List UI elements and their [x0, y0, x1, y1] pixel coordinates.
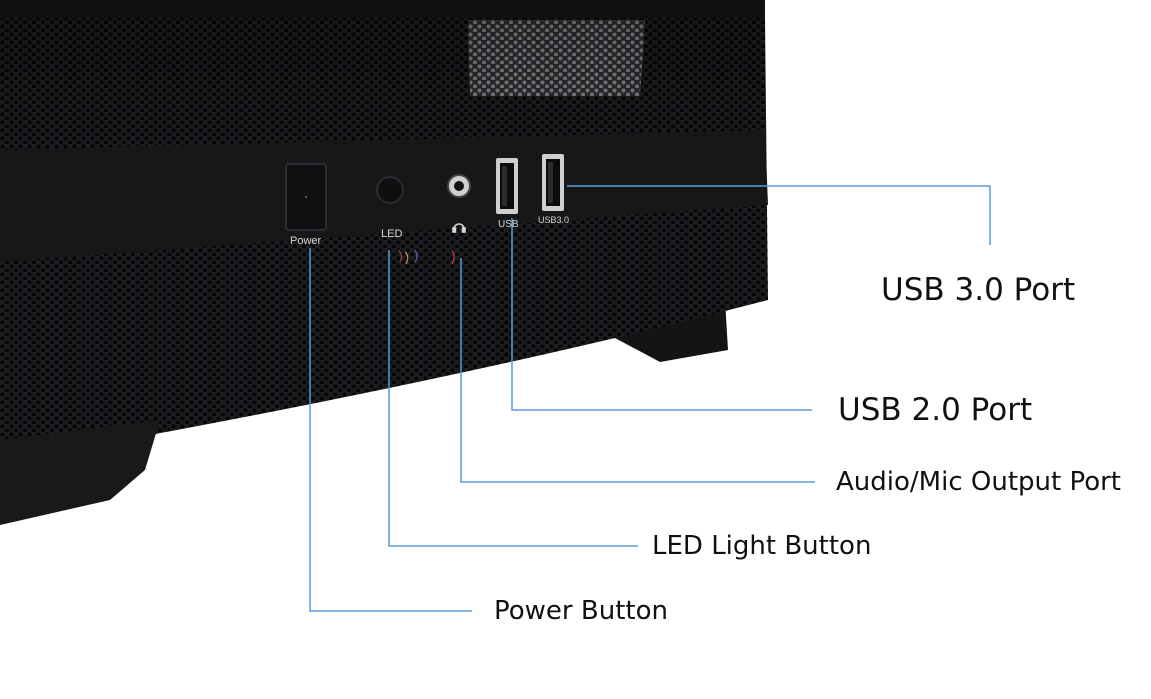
callout-led-button: LED Light Button: [652, 531, 872, 561]
callout-power-button: Power Button: [494, 596, 668, 626]
case-foot-left: [0, 420, 160, 525]
wire-details: [397, 249, 455, 265]
audio-leader-line: [460, 258, 815, 483]
usb3-leader-line: [567, 185, 991, 245]
callout-audio-port: Audio/Mic Output Port: [836, 467, 1121, 497]
leader-lines: [309, 185, 991, 612]
callout-usb3-port: USB 3.0 Port: [881, 272, 1076, 308]
panel-label-usb: USB: [498, 219, 519, 230]
usb2-leader-line: [511, 218, 812, 411]
power-leader-line: [309, 248, 472, 612]
panel-label-power: Power: [290, 235, 322, 247]
callout-usb2-port: USB 2.0 Port: [838, 392, 1033, 428]
led-leader-line: [388, 250, 638, 547]
panel-label-usb3: USB3.0: [538, 215, 570, 225]
headphone-icon: [452, 223, 466, 233]
led-button: [376, 176, 404, 204]
panel-label-led: LED: [381, 228, 403, 240]
